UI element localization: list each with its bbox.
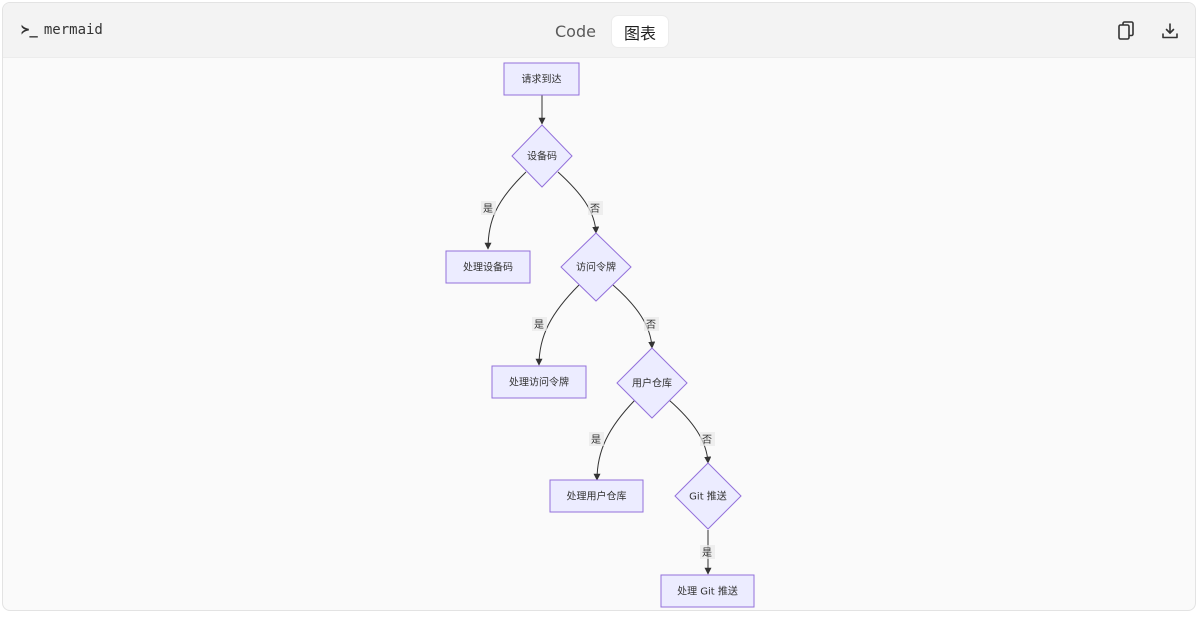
node-label: 设备码 — [527, 150, 557, 163]
edge-user-repo-no — [668, 399, 712, 464]
edge-label-yes: 是 — [702, 547, 712, 559]
node-label: 访问令牌 — [576, 261, 616, 274]
language-label: mermaid — [43, 22, 103, 38]
node-handle-device-code: 处理设备码 — [445, 250, 531, 284]
toolbar — [1115, 20, 1181, 42]
edge-access-token-no — [612, 284, 656, 349]
node-handle-access-token: 处理访问令牌 — [491, 365, 587, 399]
edge-label-no: 否 — [590, 203, 600, 215]
node-label: 用户仓库 — [632, 377, 672, 390]
node-device-code: 设备码 — [511, 124, 573, 188]
node-handle-git-push: 处理 Git 推送 — [660, 574, 755, 608]
copy-icon — [1118, 21, 1134, 40]
edge-label-yes: 是 — [591, 434, 601, 446]
download-button[interactable] — [1159, 20, 1181, 42]
download-icon — [1162, 23, 1178, 39]
node-label: 处理设备码 — [463, 261, 513, 274]
node-label: 处理用户仓库 — [567, 490, 627, 503]
node-request: 请求到达 — [503, 62, 580, 96]
node-label: 请求到达 — [522, 73, 562, 86]
tab-code[interactable]: Code — [555, 22, 596, 41]
node-access-token: 访问令牌 — [560, 232, 632, 302]
terminal-prompt-icon: ≻_ — [21, 22, 38, 38]
view-tabs: Code 图表 — [543, 16, 668, 47]
node-handle-user-repo: 处理用户仓库 — [549, 479, 644, 513]
node-git-push: Git 推送 — [674, 462, 742, 530]
edge-user-repo-yes — [593, 399, 636, 481]
edge-device-code-no — [557, 171, 600, 234]
diagram-canvas: 是 否 是 否 是 否 是 请求到达 — [3, 58, 1195, 610]
copy-button[interactable] — [1115, 20, 1137, 42]
tab-diagram[interactable]: 图表 — [611, 16, 668, 47]
edge-access-token-yes — [535, 284, 580, 366]
node-label: Git 推送 — [689, 490, 727, 503]
node-label: 处理 Git 推送 — [677, 585, 738, 598]
code-block-header: ≻_ mermaid Code 图表 — [3, 3, 1195, 58]
edge-label-no: 否 — [646, 319, 656, 331]
edge-label-no: 否 — [702, 434, 712, 446]
edge-label-yes: 是 — [534, 319, 544, 331]
edge-label-yes: 是 — [483, 203, 493, 215]
node-user-repo: 用户仓库 — [616, 347, 688, 419]
language-indicator: ≻_ mermaid — [21, 21, 103, 39]
node-label: 处理访问令牌 — [509, 376, 569, 389]
